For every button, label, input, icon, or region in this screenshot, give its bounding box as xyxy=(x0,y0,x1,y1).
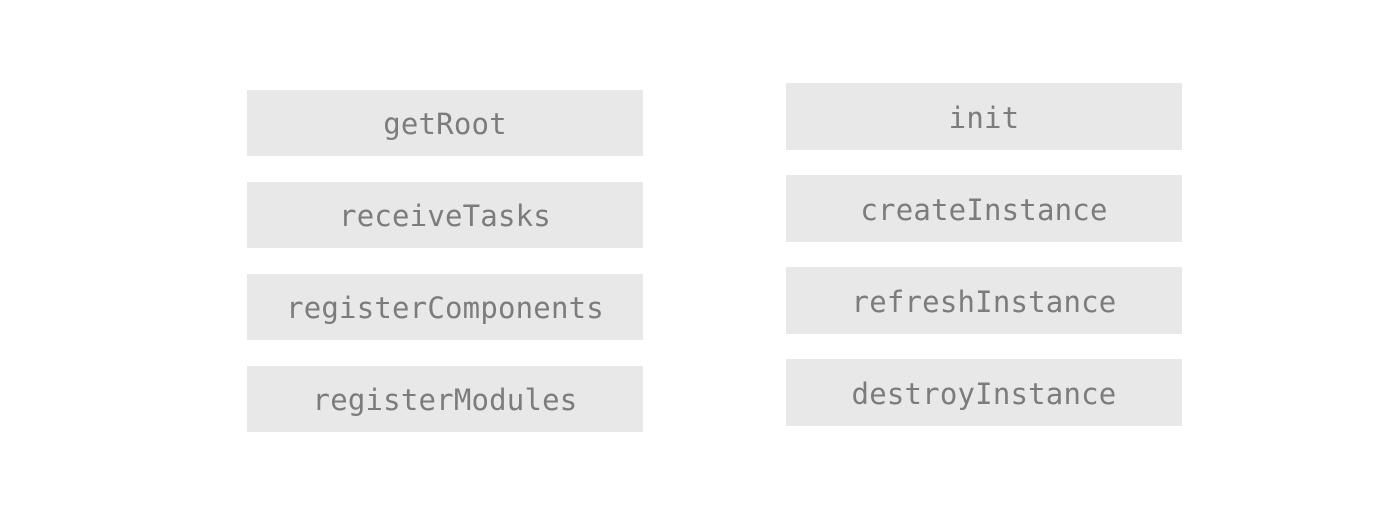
method-label: receiveTasks xyxy=(339,199,551,233)
method-box-receive-tasks[interactable]: receiveTasks xyxy=(247,182,643,248)
method-label: init xyxy=(948,100,1020,135)
method-label: registerModules xyxy=(312,383,578,417)
method-box-register-modules[interactable]: registerModules xyxy=(247,366,643,432)
left-column: getRoot receiveTasks registerComponents … xyxy=(247,90,643,432)
method-label: createInstance xyxy=(860,192,1108,227)
method-label: destroyInstance xyxy=(851,376,1117,411)
method-box-get-root[interactable]: getRoot xyxy=(247,90,643,156)
method-box-init[interactable]: init xyxy=(786,83,1182,150)
method-label: getRoot xyxy=(383,107,507,141)
method-box-refresh-instance[interactable]: refreshInstance xyxy=(786,267,1182,334)
method-label: refreshInstance xyxy=(851,284,1117,319)
method-box-register-components[interactable]: registerComponents xyxy=(247,274,643,340)
right-column: init createInstance refreshInstance dest… xyxy=(786,83,1182,426)
method-box-create-instance[interactable]: createInstance xyxy=(786,175,1182,242)
method-label: registerComponents xyxy=(286,291,604,325)
method-box-destroy-instance[interactable]: destroyInstance xyxy=(786,359,1182,426)
